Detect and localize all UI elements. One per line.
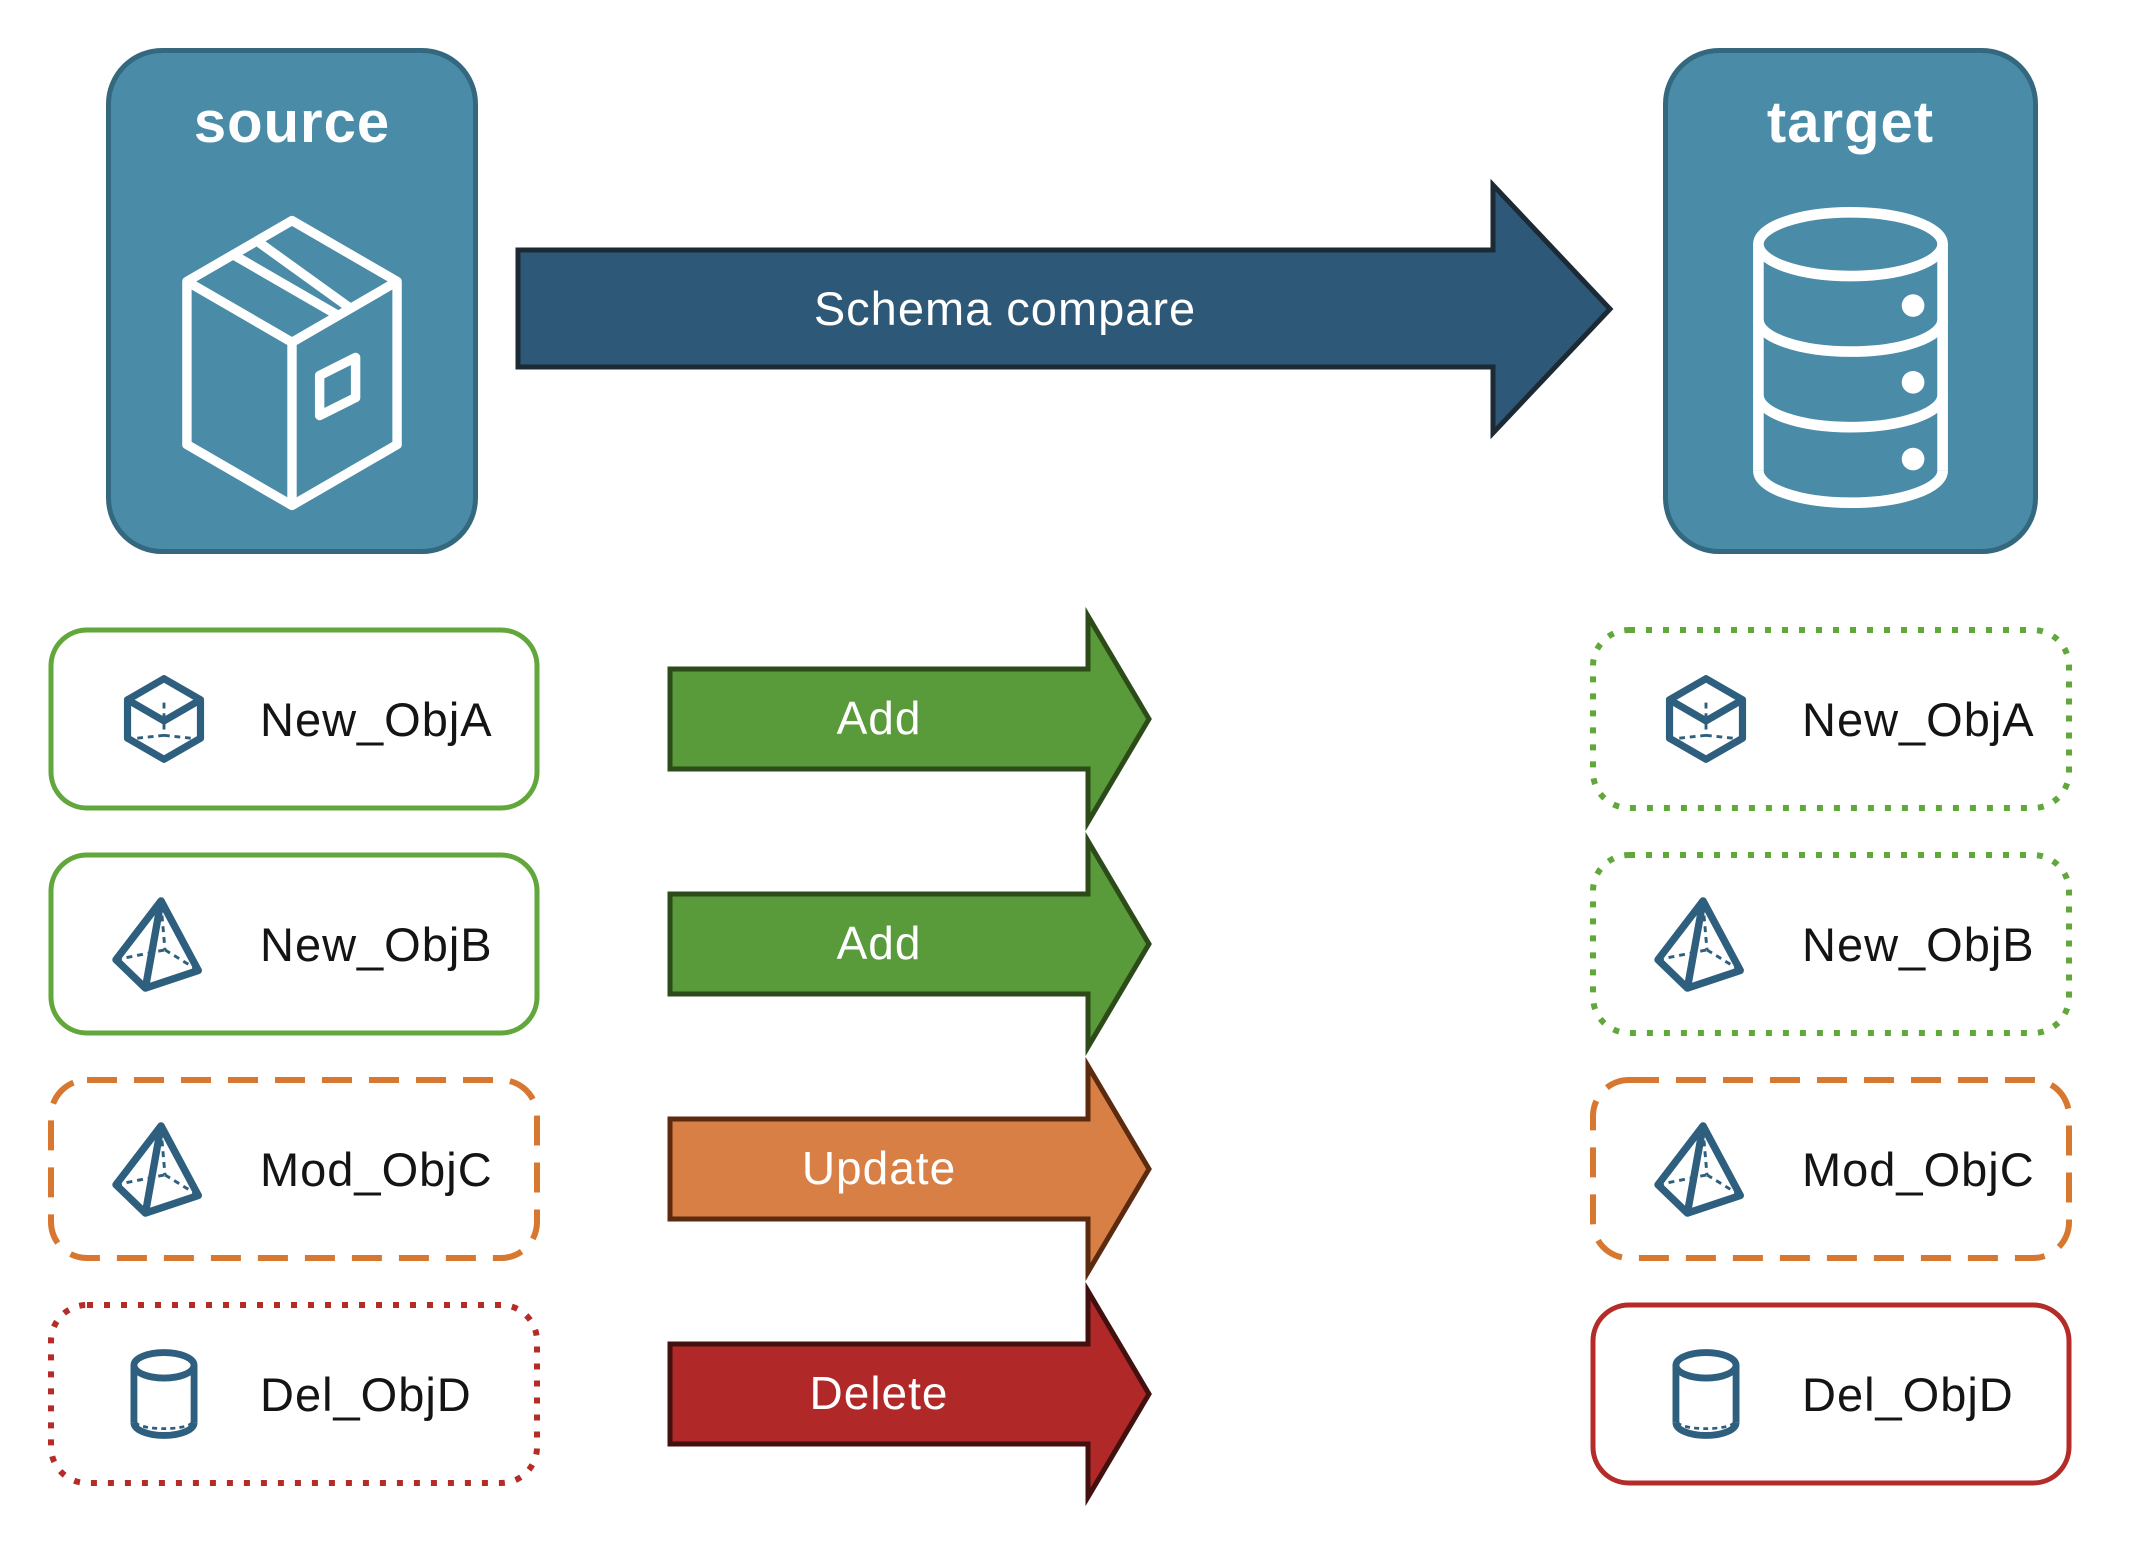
object-label: New_ObjB [1802, 917, 2035, 971]
target-node-label: target [1766, 90, 1935, 155]
update-arrow: Update [667, 1056, 1152, 1282]
card-border [48, 1302, 540, 1486]
target-object-card-new-obja: New_ObjA [1590, 627, 2072, 811]
card-border [48, 627, 540, 811]
object-label: New_ObjA [1802, 692, 2035, 746]
add-arrow-label: Add [837, 692, 922, 744]
add-arrow: Add [667, 606, 1152, 832]
pyramid-icon [104, 895, 224, 993]
update-arrow-label: Update [802, 1142, 956, 1194]
card-border [1590, 1077, 2072, 1261]
object-label: Mod_ObjC [260, 1142, 493, 1196]
cube-icon [1646, 671, 1766, 767]
schema-compare-arrow-label: Schema compare [814, 282, 1196, 335]
object-label: Del_ObjD [1802, 1367, 2014, 1421]
target-object-card-del-objd: Del_ObjD [1590, 1302, 2072, 1486]
cylinder-icon [1646, 1346, 1766, 1442]
card-border [1590, 852, 2072, 1036]
source-node-label: source [193, 90, 391, 155]
object-label: Mod_ObjC [1802, 1142, 2035, 1196]
target-object-card-new-objb: New_ObjB [1590, 852, 2072, 1036]
cube-icon [104, 671, 224, 767]
delete-arrow-label: Delete [810, 1367, 949, 1419]
pyramid-icon [1646, 895, 1766, 993]
delete-arrow: Delete [667, 1281, 1152, 1507]
object-label: Del_ObjD [260, 1367, 472, 1421]
object-label: New_ObjB [260, 917, 493, 971]
add-arrow-label: Add [837, 917, 922, 969]
pyramid-icon [1646, 1120, 1766, 1218]
schema-compare-arrow: Schema compare [515, 178, 1614, 440]
card-border [1590, 1302, 2072, 1486]
source-object-card-new-objb: New_ObjB [48, 852, 540, 1036]
card-border [1590, 627, 2072, 811]
source-object-card-mod-objc: Mod_ObjC [48, 1077, 540, 1261]
object-label: New_ObjA [260, 692, 493, 746]
target-node: target [1663, 48, 2038, 554]
source-object-card-new-obja: New_ObjA [48, 627, 540, 811]
database-icon [1753, 206, 1948, 509]
pyramid-icon [104, 1120, 224, 1218]
target-object-card-mod-objc: Mod_ObjC [1590, 1077, 2072, 1261]
card-border [48, 852, 540, 1036]
source-object-card-del-objd: Del_ObjD [48, 1302, 540, 1486]
add-arrow: Add [667, 831, 1152, 1057]
source-node: source [106, 48, 478, 554]
package-icon [182, 215, 402, 511]
cylinder-icon [104, 1346, 224, 1442]
card-border [48, 1077, 540, 1261]
